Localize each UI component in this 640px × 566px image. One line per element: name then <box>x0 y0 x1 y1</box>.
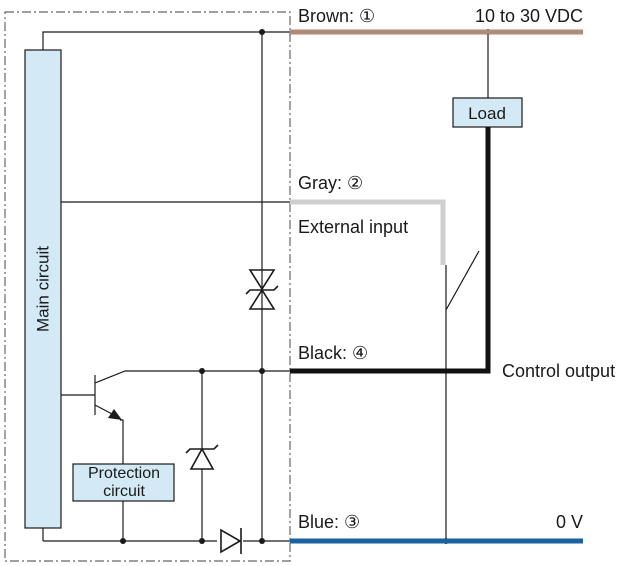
load-box <box>452 97 523 128</box>
junction-dots <box>120 29 491 544</box>
gray-wire <box>290 199 446 265</box>
supply-voltage-label: 10 to 30 VDC <box>475 6 583 26</box>
main-circuit-label: Main circuit <box>34 246 53 332</box>
surge-absorber <box>245 269 279 310</box>
brown-wire-label: Brown: ① <box>298 6 375 26</box>
black-wire <box>290 127 491 374</box>
gray-wire-label: Gray: ② <box>298 173 363 193</box>
protection-circuit-label-line1: Protection <box>88 465 160 482</box>
transistor-emitter-arrow <box>108 409 122 420</box>
blue-wire-label: Blue: ③ <box>298 512 360 532</box>
black-wire-label: Black: ④ <box>298 343 368 363</box>
internal-wiring <box>42 31 489 542</box>
protection-circuit-box <box>72 463 175 502</box>
protection-circuit-label-line2: circuit <box>103 483 145 500</box>
zener-diode <box>185 444 219 470</box>
main-circuit-box <box>24 49 62 529</box>
sensor-housing-boundary <box>4 11 291 562</box>
zero-volt-label: 0 V <box>556 512 583 532</box>
protection-diode <box>220 528 242 554</box>
control-output-label: Control output <box>502 361 615 381</box>
external-input-label: External input <box>298 217 408 237</box>
load-label: Load <box>468 104 506 123</box>
